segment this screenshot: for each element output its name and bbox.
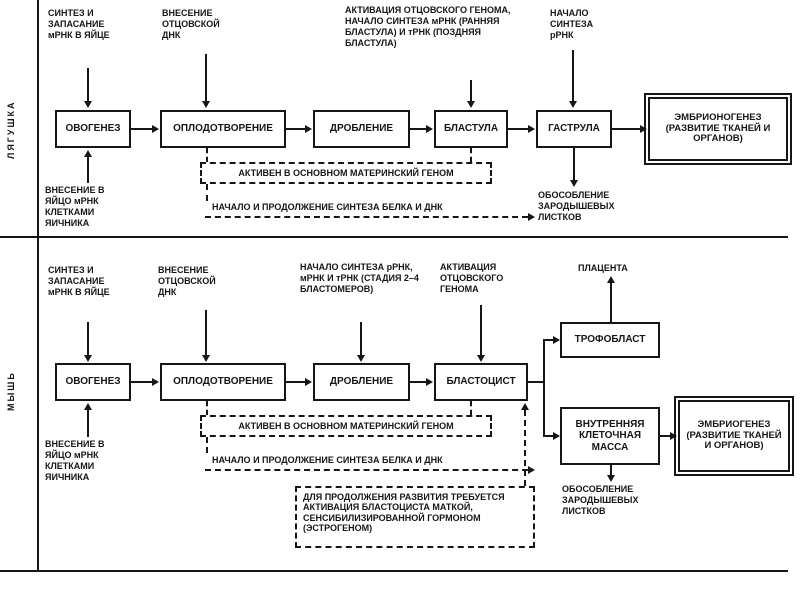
mouse-note-maternal-genome: АКТИВЕН В ОСНОВНОМ МАТЕРИНСКИЙ ГЕНОМ (200, 415, 492, 437)
frog-flow-head-2 (305, 125, 312, 133)
mouse-arrowhead-placenta (607, 276, 615, 283)
mouse-stage-embryogenesis: ЭМБРИОГЕНЕЗ (РАЗВИТИЕ ТКАНЕЙ И ОРГАНОВ) (674, 396, 794, 476)
mouse-flow-line-embryo (660, 435, 670, 437)
frog-dashed-connector-right (470, 148, 472, 162)
frog-dashed-protein-head (528, 213, 535, 221)
frog-arrowhead-genome-activation (467, 101, 475, 108)
mouse-branch-line-icm (545, 435, 553, 437)
bottom-border-line (0, 570, 788, 572)
mouse-arrowhead-rna-start (357, 355, 365, 362)
frog-note-genome-activation: АКТИВАЦИЯ ОТЦОВСКОГО ГЕНОМА, НАЧАЛО СИНТ… (345, 5, 511, 48)
frog-note-paternal-dna: ВНЕСЕНИЕ ОТЦОВСКОЙ ДНК (162, 8, 220, 40)
frog-arrow-line-genome-activation (470, 80, 472, 101)
section-divider-line (0, 236, 788, 238)
frog-flow-head-4 (528, 125, 535, 133)
mouse-note-rna-start: НАЧАЛО СИНТЕЗА рРНК, мРНК И тРНК (СТАДИЯ… (300, 262, 419, 294)
mouse-arrow-line-germ-layers (610, 465, 612, 475)
mouse-arrow-line-paternal-dna (205, 310, 207, 355)
mouse-note-mrna-synthesis-storage: СИНТЕЗ И ЗАПАСАНИЕ мРНК В ЯЙЦЕ (48, 265, 110, 297)
frog-stage-cleavage: ДРОБЛЕНИЕ (313, 110, 410, 148)
mouse-note-paternal-dna: ВНЕСЕНИЕ ОТЦОВСКОЙ ДНК (158, 265, 216, 297)
mouse-dashed-protein-line (205, 469, 528, 471)
mouse-dashed-drop-line (206, 437, 208, 453)
mouse-arrowhead-germ-layers (607, 475, 615, 482)
mouse-flow-head-3 (426, 378, 433, 386)
mouse-stage-inner-cell-mass: ВНУТРЕННЯЯ КЛЕТОЧНАЯ МАССА (560, 407, 660, 465)
frog-arrowhead-rrna (569, 101, 577, 108)
frog-flow-head-3 (426, 125, 433, 133)
frog-flow-line-1 (131, 128, 152, 130)
frog-note-rrna-synthesis: НАЧАЛО СИНТЕЗА рРНК (550, 8, 594, 40)
frog-arrowhead-ovary-mrna (84, 150, 92, 157)
frog-flow-line-2 (286, 128, 305, 130)
mouse-flow-head-1 (152, 378, 159, 386)
frog-stage-gastrula: ГАСТРУЛА (536, 110, 612, 148)
mouse-stage-blastocyst: БЛАСТОЦИСТ (434, 363, 528, 401)
frog-arrowhead-paternal-dna (202, 101, 210, 108)
mouse-arrow-line-ovary-mrna (87, 410, 89, 437)
frog-note-germ-layers: ОБОСОБЛЕНИЕ ЗАРОДЫШЕВЫХ ЛИСТКОВ (538, 190, 615, 222)
mouse-note-placenta: ПЛАЦЕНТА (578, 263, 628, 273)
mouse-flow-line-3 (410, 381, 426, 383)
mouse-dashed-protein-head (528, 466, 535, 474)
mouse-arrow-line-storage (87, 322, 89, 355)
frog-arrowhead-storage (84, 101, 92, 108)
mouse-flow-head-2 (305, 378, 312, 386)
mouse-stage-cleavage: ДРОБЛЕНИЕ (313, 363, 410, 401)
frog-flow-line-4 (508, 128, 528, 130)
mouse-note-mrna-from-ovary: ВНЕСЕНИЕ В ЯЙЦО мРНК КЛЕТКАМИ ЯИЧНИКА (45, 439, 105, 482)
frog-note-mrna-synthesis-storage: СИНТЕЗ И ЗАПАСАНИЕ мРНК В ЯЙЦЕ (48, 8, 110, 40)
frog-dashed-drop-line (206, 184, 208, 201)
frog-arrow-line-ovary-mrna (87, 157, 89, 183)
mouse-flow-line-2 (286, 381, 305, 383)
section-label-frog: ЛЯГУШКА (6, 100, 16, 159)
frog-arrow-line-rrna (572, 50, 574, 101)
frog-stage-embryogenesis: ЭМБРИОНОГЕНЕЗ (РАЗВИТИЕ ТКАНЕЙ И ОРГАНОВ… (644, 93, 792, 165)
frog-flow-line-5 (612, 128, 640, 130)
mouse-branch-line-trophoblast (545, 339, 553, 341)
mouse-branch-vertical-line (543, 339, 545, 437)
mouse-stage-oogenesis: ОВОГЕНЕЗ (55, 363, 131, 401)
frog-flow-head-5 (640, 125, 647, 133)
frog-arrow-line-storage (87, 68, 89, 101)
mouse-arrowhead-paternal-dna (202, 355, 210, 362)
frog-stage-fertilization: ОПЛОДОТВОРЕНИЕ (160, 110, 286, 148)
mouse-dashed-connector-left (206, 401, 208, 415)
frog-note-mrna-from-ovary: ВНЕСЕНИЕ В ЯЙЦО мРНК КЛЕТКАМИ ЯИЧНИКА (45, 185, 105, 228)
mouse-stage-trophoblast: ТРОФОБЛАСТ (560, 322, 660, 358)
frog-arrow-line-paternal-dna (205, 54, 207, 101)
frog-stage-blastula: БЛАСТУЛА (434, 110, 508, 148)
frog-dashed-connector-left (206, 148, 208, 162)
mouse-branch-head-icm (553, 432, 560, 440)
mouse-note-uterus-activation: ДЛЯ ПРОДОЛЖЕНИЯ РАЗВИТИЯ ТРЕБУЕТСЯ АКТИВ… (295, 486, 535, 548)
mouse-uterus-arrowhead-up (521, 403, 529, 410)
left-border-line (37, 0, 39, 572)
mouse-note-protein-dna-synthesis: НАЧАЛО И ПРОДОЛЖЕНИЕ СИНТЕЗА БЕЛКА И ДНК (212, 455, 443, 465)
frog-flow-line-3 (410, 128, 426, 130)
frog-note-maternal-genome: АКТИВЕН В ОСНОВНОМ МАТЕРИНСКИЙ ГЕНОМ (200, 162, 492, 184)
section-label-mouse: МЫШЬ (6, 371, 16, 411)
mouse-arrowhead-storage (84, 355, 92, 362)
mouse-note-genome-activation: АКТИВАЦИЯ ОТЦОВСКОГО ГЕНОМА (440, 262, 504, 294)
frog-flow-head-1 (152, 125, 159, 133)
mouse-arrow-line-rna-start (360, 322, 362, 355)
mouse-arrowhead-ovary-mrna (84, 403, 92, 410)
frog-arrow-line-germ-layers (573, 148, 575, 180)
frog-stage-oogenesis: ОВОГЕНЕЗ (55, 110, 131, 148)
mouse-uterus-dashed-connector (524, 410, 526, 486)
mouse-branch-head-trophoblast (553, 336, 560, 344)
mouse-arrow-line-genome-activation (480, 305, 482, 355)
mouse-flow-head-embryo (670, 432, 677, 440)
mouse-branch-stem-line (528, 381, 545, 383)
mouse-note-germ-layers: ОБОСОБЛЕНИЕ ЗАРОДЫШЕВЫХ ЛИСТКОВ (562, 484, 639, 516)
frog-arrowhead-germ-layers (570, 180, 578, 187)
mouse-arrowhead-genome-activation (477, 355, 485, 362)
mouse-dashed-connector-right (470, 401, 472, 415)
frog-dashed-protein-line (205, 216, 528, 218)
frog-note-protein-dna-synthesis: НАЧАЛО И ПРОДОЛЖЕНИЕ СИНТЕЗА БЕЛКА И ДНК (212, 202, 443, 212)
mouse-stage-fertilization: ОПЛОДОТВОРЕНИЕ (160, 363, 286, 401)
mouse-flow-line-1 (131, 381, 152, 383)
mouse-arrow-line-placenta (610, 283, 612, 322)
